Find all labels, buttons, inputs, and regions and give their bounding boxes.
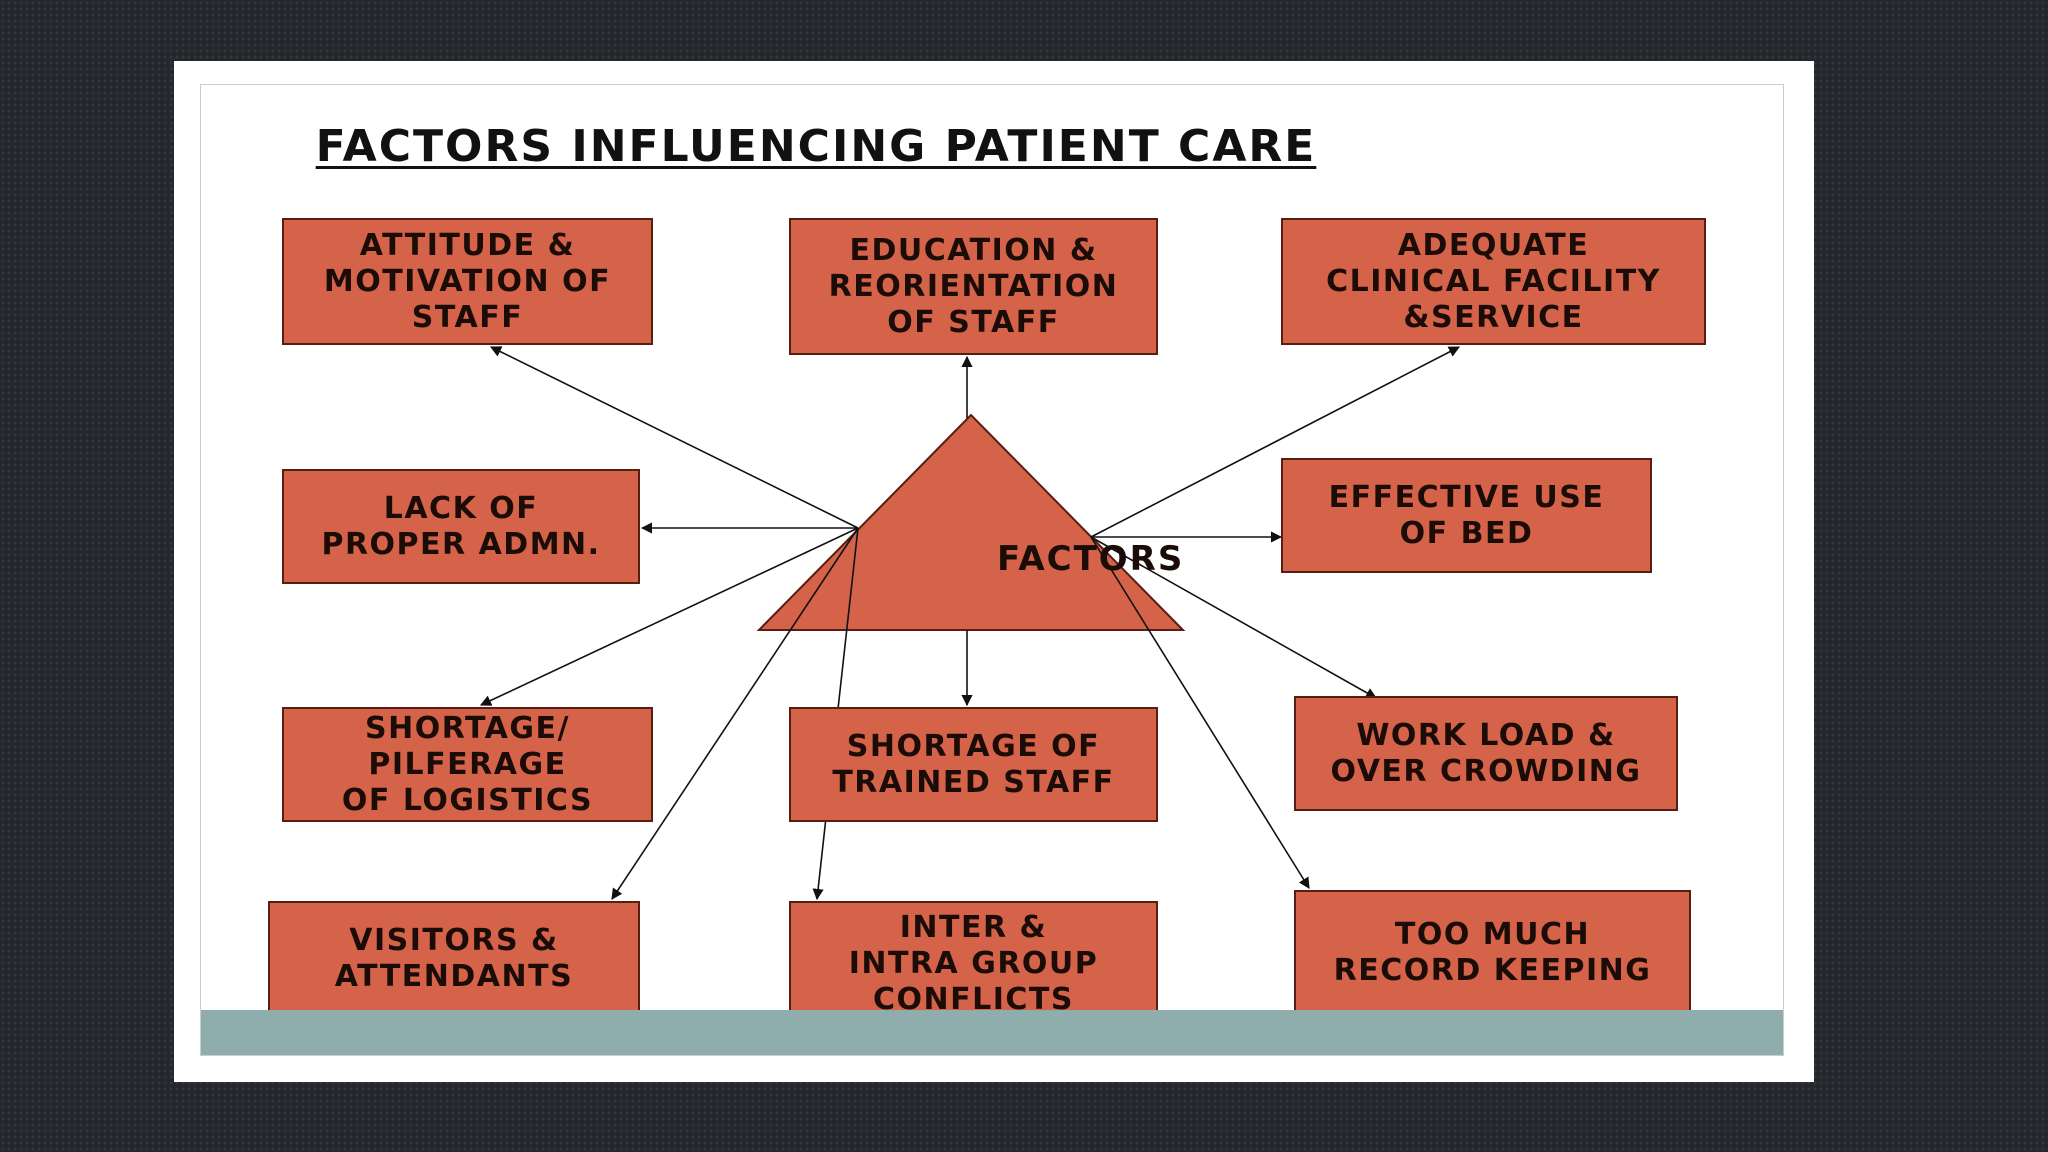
- arrow-to-shortage-logistics: [479, 527, 859, 706]
- factor-box-effective: EFFECTIVE USE OF BED: [1281, 458, 1652, 573]
- arrow-to-attitude: [489, 346, 859, 529]
- ground-bar: [201, 1010, 1783, 1055]
- factor-box-shortage-logistics: SHORTAGE/ PILFERAGE OF LOGISTICS: [282, 707, 653, 822]
- diagram-title: FACTORS INFLUENCING PATIENT CARE: [201, 121, 1431, 172]
- diagram-frame: FACTORS INFLUENCING PATIENT CARE FACTORS…: [200, 84, 1784, 1056]
- arrow-to-visitors: [611, 527, 859, 900]
- factor-box-visitors: VISITORS & ATTENDANTS: [268, 901, 640, 1016]
- factor-box-attitude: ATTITUDE & MOTIVATION OF STAFF: [282, 218, 653, 345]
- factor-box-adequate: ADEQUATE CLINICAL FACILITY &SERVICE: [1281, 218, 1706, 345]
- factor-box-shortage-staff: SHORTAGE OF TRAINED STAFF: [789, 707, 1158, 822]
- factor-box-record: TOO MUCH RECORD KEEPING: [1294, 890, 1691, 1016]
- factor-box-education: EDUCATION & REORIENTATION OF STAFF: [789, 218, 1158, 355]
- factor-box-inter: INTER & INTRA GROUP CONFLICTS: [789, 901, 1158, 1027]
- arrow-to-adequate: [1090, 346, 1460, 538]
- slide: FACTORS INFLUENCING PATIENT CARE FACTORS…: [174, 61, 1814, 1082]
- arrow-to-workload: [1090, 536, 1377, 699]
- arrow-to-record: [1090, 536, 1310, 889]
- connector-layer: [479, 346, 1460, 901]
- center-triangle: [756, 413, 1186, 631]
- factor-box-workload: WORK LOAD & OVER CROWDING: [1294, 696, 1678, 811]
- center-label: FACTORS: [997, 539, 1185, 579]
- diagram-title-text: FACTORS INFLUENCING PATIENT CARE: [315, 121, 1317, 172]
- factor-box-lack: LACK OF PROPER ADMN.: [282, 469, 640, 584]
